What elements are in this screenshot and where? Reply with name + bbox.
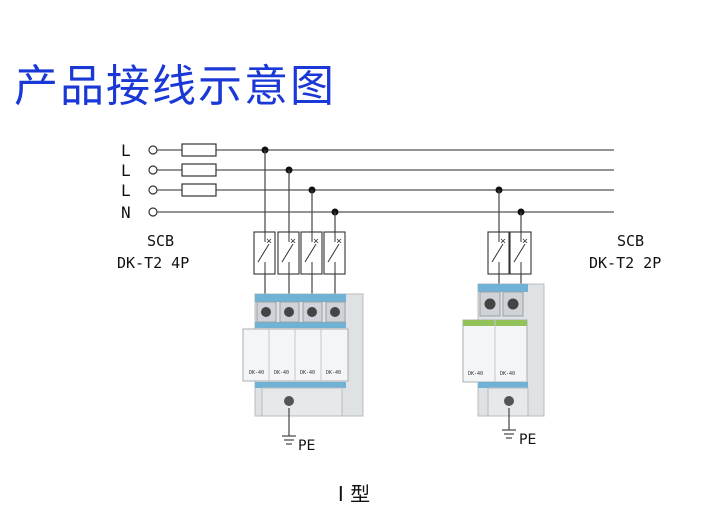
module-label-4p-3: DK-40 [300, 370, 315, 376]
bus-lines [157, 149, 614, 213]
surge-protector-4p: DK-40 DK-40 DK-40 DK-40 [242, 293, 364, 417]
diagram-title: 产品接线示意图 [14, 61, 336, 112]
scb-switches-4p: × × × × [253, 231, 346, 275]
device-2p-label-1: SCB [617, 232, 644, 250]
svg-text:×: × [522, 236, 528, 247]
svg-text:×: × [313, 236, 319, 247]
junction-dots [261, 146, 525, 216]
module-label-4p-2: DK-40 [274, 370, 289, 376]
svg-text:×: × [290, 236, 296, 247]
svg-text:×: × [266, 236, 272, 247]
type-label: I 型 [337, 482, 371, 506]
svg-text:×: × [500, 236, 506, 247]
ground-wires [282, 408, 516, 445]
device-4p-label-2: DK-T2 4P [117, 254, 189, 272]
ground-label-2p: PE [519, 432, 536, 448]
device-2p-label-2: DK-T2 2P [589, 254, 661, 272]
scb-switches-2p: × × [487, 231, 532, 275]
module-label-4p-1: DK-40 [249, 370, 264, 376]
ground-label-4p: PE [298, 438, 315, 454]
line-label-l2: L [121, 161, 131, 180]
line-label-l1: L [121, 141, 131, 160]
svg-text:×: × [336, 236, 342, 247]
line-label-n: N [121, 203, 131, 222]
surge-protector-2p: DK-40 DK-40 [462, 283, 545, 417]
module-label-2p-1: DK-40 [468, 371, 483, 377]
line-label-l3: L [121, 181, 131, 200]
module-label-2p-2: DK-40 [500, 371, 515, 377]
device-4p-label-1: SCB [147, 232, 174, 250]
terminals [148, 145, 158, 217]
fuses [181, 143, 217, 197]
module-label-4p-4: DK-40 [326, 370, 341, 376]
